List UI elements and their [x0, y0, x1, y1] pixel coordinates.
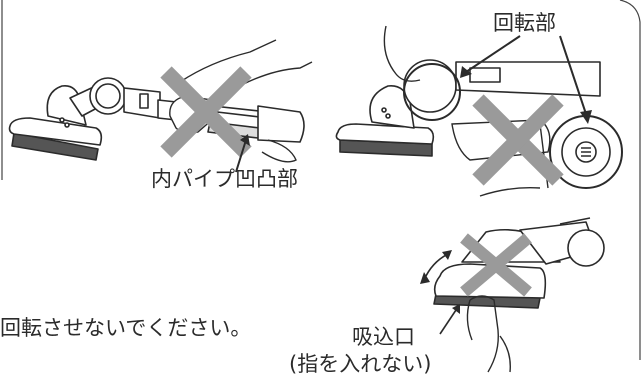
handheld-cleaner [433, 217, 605, 309]
zoom-circle-upper [403, 63, 461, 121]
prohibition-cross-bottom [460, 233, 532, 297]
no-fingers-note: (指を入れない) [289, 352, 432, 376]
inner-pipe-label: 内パイプ凹凸部 [151, 167, 298, 191]
hand-bottom [466, 295, 511, 373]
rotating-part-label: 回転部 [493, 11, 556, 35]
prohibition-cross-left [160, 66, 252, 158]
prohibition-cross-right [472, 94, 564, 186]
suction-inlet-label: 吸込口 [352, 325, 415, 349]
instruction-text: 回転させないでください。 [0, 316, 252, 340]
brush-nozzle-left [8, 77, 305, 161]
